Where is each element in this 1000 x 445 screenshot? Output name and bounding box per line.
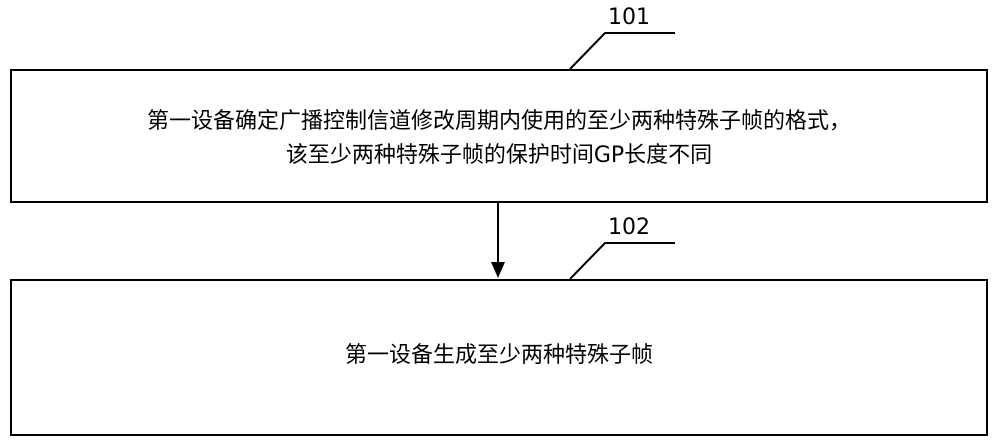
step-102-line-1: 第一设备生成至少两种特殊子帧 [12,339,986,373]
ref-102-leader [570,243,675,279]
step-102-ref-label: 102 [608,216,650,240]
step-101-box: 第一设备确定广播控制信道修改周期内使用的至少两种特殊子帧的格式， 该至少两种特殊… [10,69,988,203]
ref-101-leader [570,33,675,69]
step-102-text: 第一设备生成至少两种特殊子帧 [12,339,986,373]
step-101-text: 第一设备确定广播控制信道修改周期内使用的至少两种特殊子帧的格式， 该至少两种特殊… [12,105,986,173]
step-101-ref-label: 101 [608,6,650,30]
flow-arrow-head [491,262,505,278]
step-101-line-2: 该至少两种特殊子帧的保护时间GP长度不同 [12,139,986,173]
step-102-box: 第一设备生成至少两种特殊子帧 [10,279,988,436]
step-101-line-1: 第一设备确定广播控制信道修改周期内使用的至少两种特殊子帧的格式， [12,105,986,139]
